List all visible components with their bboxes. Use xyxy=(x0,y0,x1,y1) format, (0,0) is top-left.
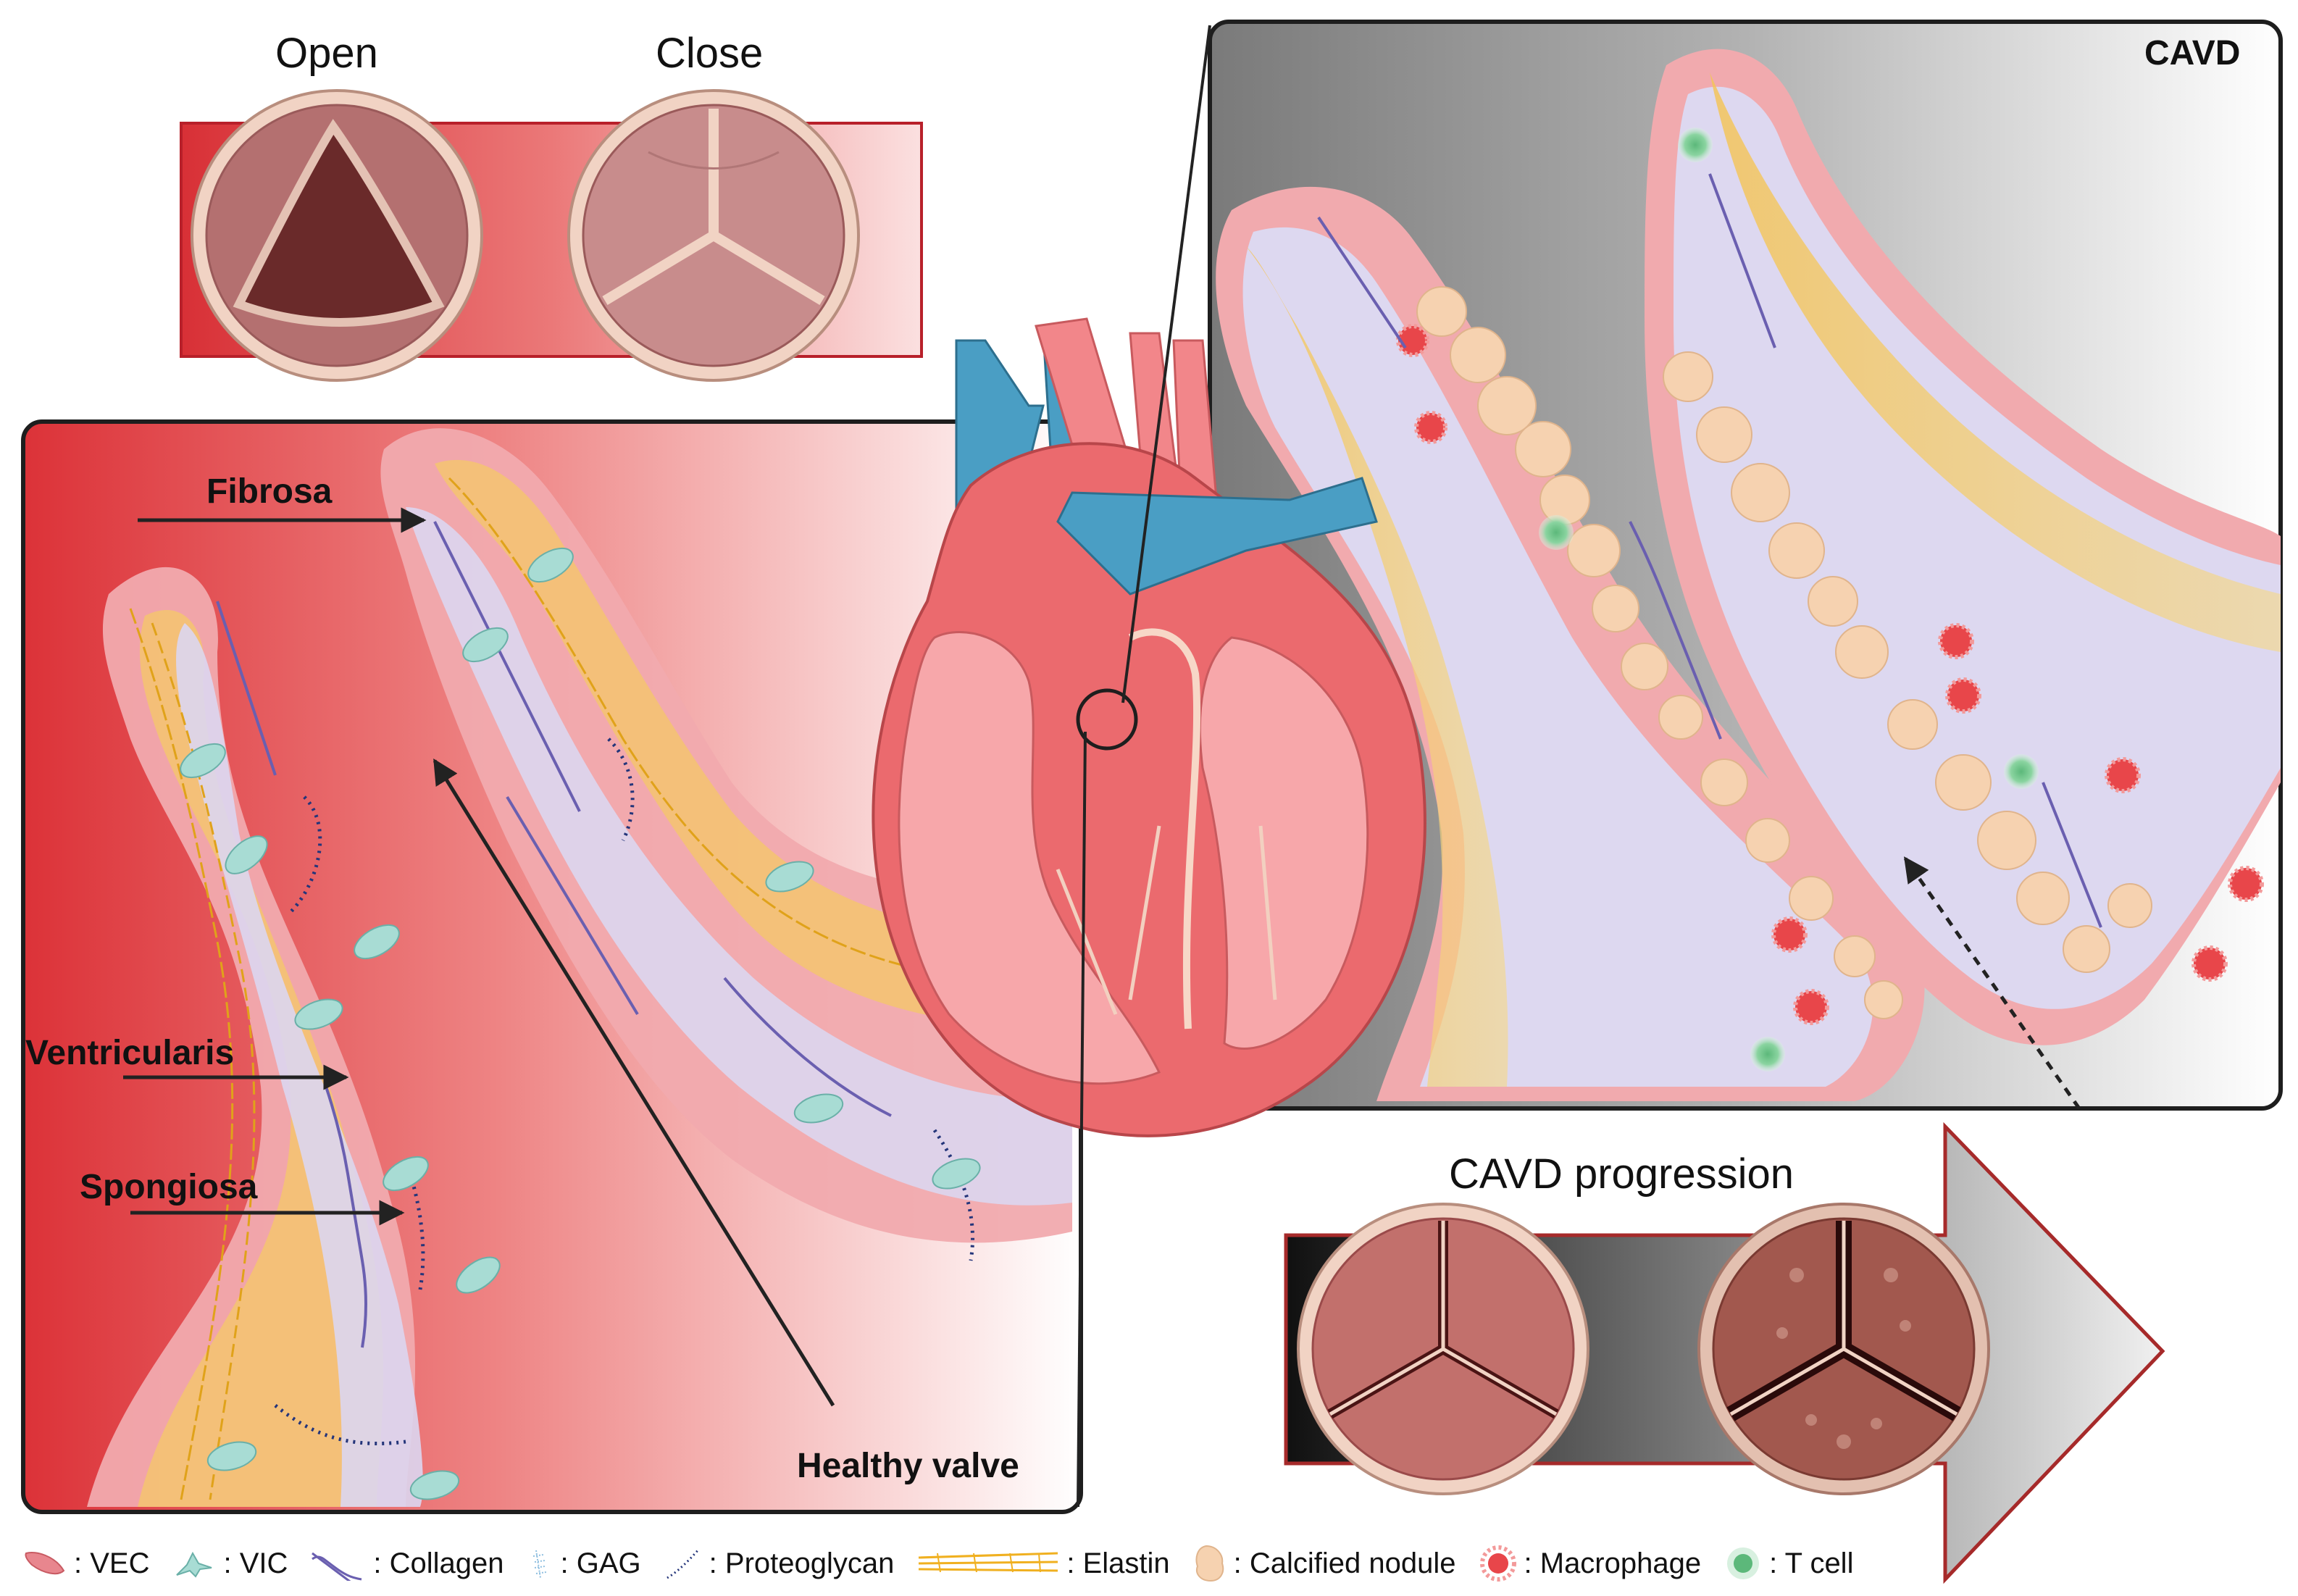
legend-item-gag: : GAG xyxy=(526,1546,641,1581)
legend: : VEC : VIC : Collagen : GAG : Proteogly… xyxy=(22,1536,2268,1591)
cavd-left-leaflet xyxy=(1216,186,1925,1101)
collagen-icon xyxy=(312,1552,362,1581)
collagen-fibers xyxy=(216,521,892,1348)
t-cell-icon xyxy=(1727,1547,1760,1579)
proteoglycan-icon xyxy=(666,1548,700,1579)
vic-cells xyxy=(180,547,981,1500)
fibrosa-label: Fibrosa xyxy=(206,472,333,511)
t-cells xyxy=(1539,128,2039,1071)
ventricularis-label: Ventricularis xyxy=(25,1034,235,1072)
healthy-valve-panel xyxy=(21,419,1083,1514)
severe-calcified-valve xyxy=(1697,1203,1990,1495)
calcified-nodules xyxy=(1416,286,2152,1019)
valve-states-group xyxy=(180,89,923,382)
spongiosa-label: Spongiosa xyxy=(80,1168,258,1206)
open-valve-illustration xyxy=(191,89,483,382)
legend-label-gag: : GAG xyxy=(560,1547,641,1579)
vic-cell-icon xyxy=(176,1551,212,1578)
zoom-line-to-cavd xyxy=(1121,25,1211,703)
open-label: Open xyxy=(275,30,378,77)
legend-label-collagen: : Collagen xyxy=(373,1547,504,1579)
legend-item-calcified-nodule: : Calcified nodule xyxy=(1192,1543,1456,1584)
cavd-panel xyxy=(1208,20,2283,1111)
mild-calcified-valve xyxy=(1297,1203,1589,1495)
legend-item-elastin: : Elastin xyxy=(916,1546,1170,1581)
legend-label-vic: : VIC xyxy=(223,1547,288,1579)
calcified-nodule-icon xyxy=(1195,1545,1224,1582)
gag-icon xyxy=(532,1550,546,1579)
elastin-icon xyxy=(919,1552,1058,1573)
blood-flow-arrow xyxy=(433,759,835,1407)
cavd-collagen-fibers xyxy=(1317,173,2102,928)
zoom-line-to-healthy xyxy=(1077,731,1087,1508)
legend-item-macrophage: : Macrophage xyxy=(1478,1543,1702,1584)
legend-label-elastin: : Elastin xyxy=(1066,1547,1170,1579)
legend-label-macrophage: : Macrophage xyxy=(1524,1547,1702,1579)
legend-label-proteoglycan: : Proteoglycan xyxy=(709,1547,895,1579)
legend-label-calcified-nodule: : Calcified nodule xyxy=(1233,1547,1456,1579)
cavd-progression-label: CAVD progression xyxy=(1449,1150,1794,1198)
legend-item-collagen: : Collagen xyxy=(309,1546,504,1581)
right-leaflet xyxy=(380,428,1073,1243)
vec-cell-icon xyxy=(25,1552,65,1575)
legend-label-t-cell: : T cell xyxy=(1769,1547,1854,1579)
legend-item-vic: : VIC xyxy=(171,1546,288,1581)
cavd-progression-group xyxy=(1284,1121,2165,1584)
closed-valve-illustration xyxy=(567,89,860,382)
close-label: Close xyxy=(656,30,764,77)
aortic-valve-highlight xyxy=(1076,688,1138,751)
legend-item-vec: : VEC xyxy=(22,1546,149,1581)
macrophage-icon xyxy=(1479,1545,1516,1582)
legend-item-t-cell: : T cell xyxy=(1723,1543,1853,1584)
healthy-valve-title: Healthy valve xyxy=(797,1447,1019,1485)
left-leaflet xyxy=(87,567,423,1507)
macrophages xyxy=(1396,324,2264,1025)
cavd-flow-arrow xyxy=(1903,856,2081,1110)
heart-illustration xyxy=(872,25,1426,1508)
cavd-panel-title: CAVD xyxy=(2144,34,2241,72)
legend-label-vec: : VEC xyxy=(74,1547,150,1579)
legend-item-proteoglycan: : Proteoglycan xyxy=(663,1546,895,1581)
